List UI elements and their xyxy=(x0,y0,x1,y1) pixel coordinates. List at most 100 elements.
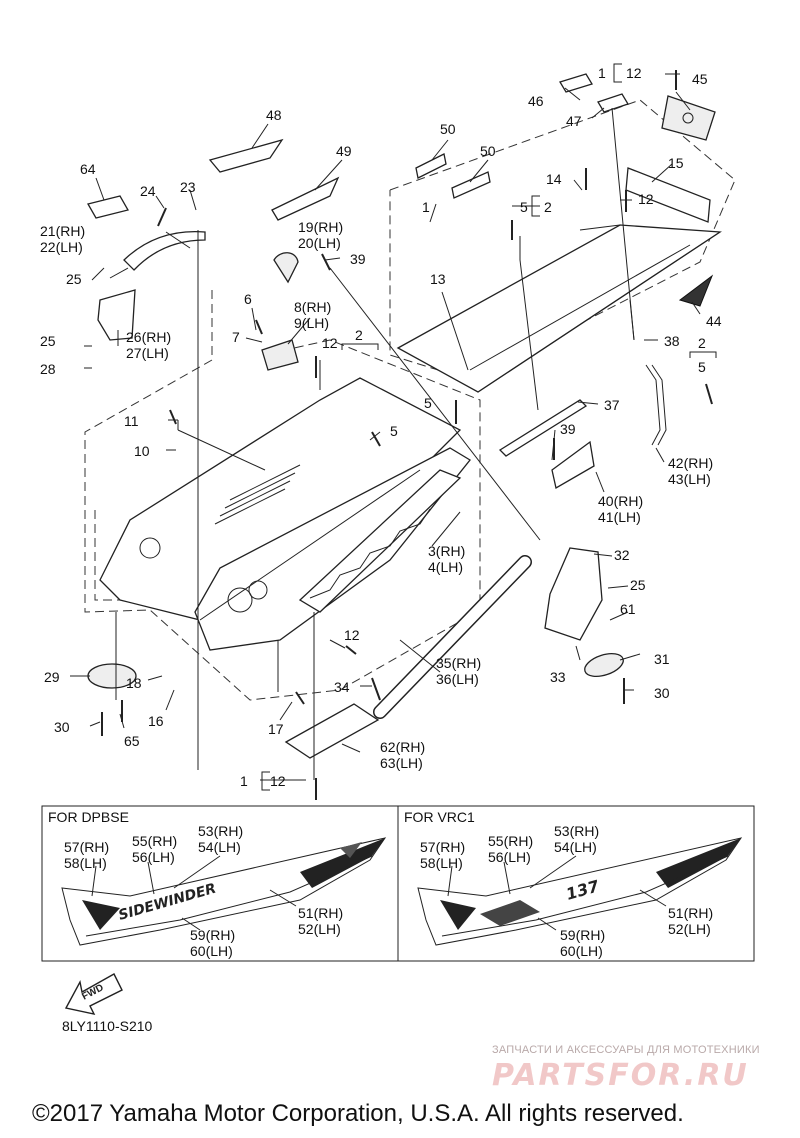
vrc1-label-57: 57(RH) xyxy=(420,839,465,855)
label-21: 21(RH) xyxy=(40,223,85,239)
label-2c: 2 xyxy=(698,335,706,351)
label-26: 26(RH) xyxy=(126,329,171,345)
vrc1-label-56: 56(LH) xyxy=(488,849,531,865)
panel-32 xyxy=(544,547,603,641)
watermark-subtitle: ЗАПЧАСТИ И АКСЕССУАРЫ ДЛЯ МОТОТЕХНИКИ xyxy=(492,1044,760,1056)
label-41: 41(LH) xyxy=(598,509,641,525)
label-36: 36(LH) xyxy=(436,671,479,687)
dpbse-decal: SIDEWINDER xyxy=(61,837,387,946)
label-39a: 39 xyxy=(350,251,366,267)
truss-rail xyxy=(298,469,462,613)
label-25a: 25 xyxy=(66,271,82,287)
label-50b: 50 xyxy=(480,143,496,159)
dpbse-label-60: 60(LH) xyxy=(190,943,233,959)
inset-dpbse-title: FOR DPBSE xyxy=(48,809,129,825)
label-37: 37 xyxy=(604,397,620,413)
vrc1-label-59: 59(RH) xyxy=(560,927,605,943)
watermark-logo: PARTSFOR.RU xyxy=(492,1058,749,1093)
dpbse-label-54: 54(LH) xyxy=(198,839,241,855)
label-44: 44 xyxy=(706,313,722,329)
label-13: 13 xyxy=(430,271,446,287)
label-17: 17 xyxy=(268,721,284,737)
label-4: 4(LH) xyxy=(428,559,463,575)
dpbse-label-53: 53(RH) xyxy=(198,823,243,839)
label-1-top: 1 xyxy=(598,65,606,81)
bracket-26 xyxy=(97,289,136,341)
strip-48 xyxy=(208,138,284,173)
fwd-arrow-icon: FWD xyxy=(64,973,123,1015)
label-63: 63(LH) xyxy=(380,755,423,771)
bar-35 xyxy=(373,555,532,719)
tunnel-panel-13 xyxy=(396,224,722,393)
dpbse-label-58: 58(LH) xyxy=(64,855,107,871)
label-24: 24 xyxy=(140,183,156,199)
label-30a: 30 xyxy=(54,719,70,735)
frame-main xyxy=(99,377,471,651)
label-1-bottom: 1 xyxy=(240,773,248,789)
cover-64 xyxy=(87,195,129,219)
label-18: 18 xyxy=(126,675,142,691)
assembly-outline-upper xyxy=(389,99,736,381)
document-code: 8LY1110-S210 xyxy=(62,1018,153,1034)
label-19: 19(RH) xyxy=(298,219,343,235)
inset-dpbse: FOR DPBSE SIDEWINDER 57(RH) 58(LH) 55(RH… xyxy=(41,805,399,962)
label-5d: 5 xyxy=(390,423,398,439)
label-2b: 2 xyxy=(355,327,363,343)
label-12b: 12 xyxy=(638,191,654,207)
label-12c: 12 xyxy=(322,335,338,351)
label-43: 43(LH) xyxy=(668,471,711,487)
group-bracket-1-12-top xyxy=(613,63,622,83)
dpbse-label-51: 51(RH) xyxy=(298,905,343,921)
label-25c: 25 xyxy=(630,577,646,593)
bracket-45 xyxy=(661,95,716,141)
dpbse-label-57: 57(RH) xyxy=(64,839,109,855)
label-14: 14 xyxy=(546,171,562,187)
label-48: 48 xyxy=(266,107,282,123)
strap-42 xyxy=(645,364,667,446)
strip-49 xyxy=(271,176,340,221)
vrc1-label-60: 60(LH) xyxy=(560,943,603,959)
label-42: 42(RH) xyxy=(668,455,713,471)
group-bracket-2-5 xyxy=(689,351,717,358)
pad-50b xyxy=(451,171,491,199)
dpbse-label-55: 55(RH) xyxy=(132,833,177,849)
group-bracket-1-12-bottom xyxy=(261,771,270,791)
dpbse-label-56: 56(LH) xyxy=(132,849,175,865)
label-29: 29 xyxy=(44,669,60,685)
label-65: 65 xyxy=(124,733,140,749)
label-7: 7 xyxy=(232,329,240,345)
label-61: 61 xyxy=(620,601,636,617)
label-3: 3(RH) xyxy=(428,543,465,559)
label-45: 45 xyxy=(692,71,708,87)
label-25b: 25 xyxy=(40,333,56,349)
label-8: 8(RH) xyxy=(294,299,331,315)
label-28: 28 xyxy=(40,361,56,377)
label-22: 22(LH) xyxy=(40,239,83,255)
inset-vrc1: FOR VRC1 137 57(RH) 58(LH) 55(RH) 56(LH)… xyxy=(397,805,755,962)
label-9: 9(LH) xyxy=(294,315,329,331)
vrc1-label-53: 53(RH) xyxy=(554,823,599,839)
label-11: 11 xyxy=(124,413,139,429)
vrc1-label-58: 58(LH) xyxy=(420,855,463,871)
vrc1-decal: 137 xyxy=(417,837,743,946)
label-62: 62(RH) xyxy=(380,739,425,755)
group-bracket-2 xyxy=(341,343,379,350)
label-33: 33 xyxy=(550,669,566,685)
cover-19 xyxy=(273,252,299,284)
label-38: 38 xyxy=(664,333,680,349)
grab-handle-21 xyxy=(109,230,206,279)
label-5b: 5 xyxy=(424,395,432,411)
label-20: 20(LH) xyxy=(298,235,341,251)
label-49: 49 xyxy=(336,143,352,159)
label-12-top: 12 xyxy=(626,65,642,81)
part-labels: 1 12 45 46 47 48 49 50 50 64 24 23 15 14… xyxy=(40,65,722,789)
label-15: 15 xyxy=(668,155,684,171)
label-39b: 39 xyxy=(560,421,576,437)
copyright-notice: ©2017 Yamaha Motor Corporation, U.S.A. A… xyxy=(32,1100,684,1127)
label-50a: 50 xyxy=(440,121,456,137)
label-1a: 1 xyxy=(422,199,430,215)
vrc1-label-55: 55(RH) xyxy=(488,833,533,849)
frame-vents xyxy=(214,464,301,525)
pad-47 xyxy=(597,93,629,113)
label-2a: 2 xyxy=(544,199,552,215)
